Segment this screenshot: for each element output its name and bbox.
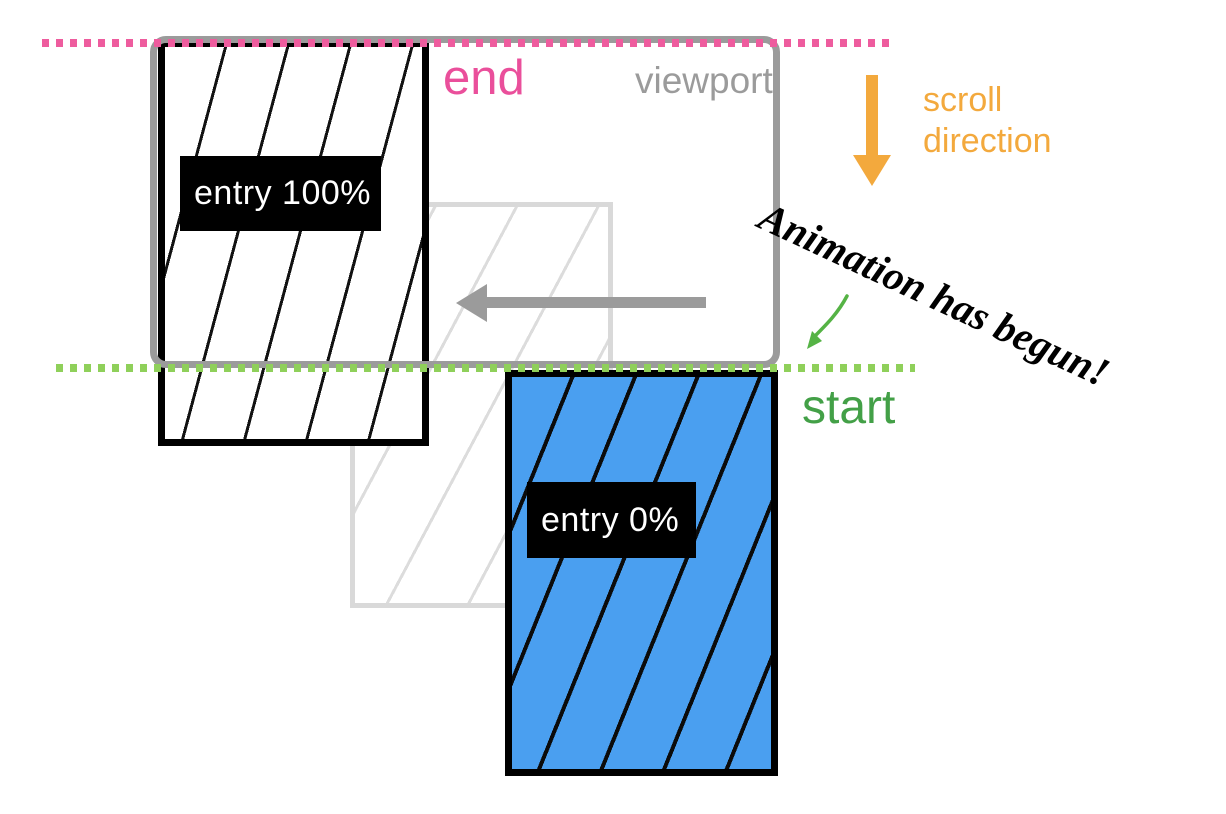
viewport-label: viewport [635, 60, 773, 101]
scroll-direction-label: scroll direction [923, 80, 1052, 162]
move-left-arrow-icon [486, 297, 706, 308]
note-pointer-arrow-icon [807, 294, 849, 349]
entry-0-label: entry 0% [527, 482, 696, 558]
end-range-dotted-line [42, 39, 895, 47]
start-label: start [802, 381, 896, 434]
entry-0-label-text: entry 0% [541, 500, 680, 539]
scroll-direction-label-line2: direction [923, 122, 1052, 160]
move-left-arrowhead-icon [456, 284, 487, 322]
subject-entry-100-box [158, 40, 429, 446]
scroll-direction-label-line1: scroll [923, 81, 1003, 119]
scroll-direction-arrowhead-icon [853, 155, 891, 186]
start-range-dotted-line [56, 364, 915, 372]
end-label: end [443, 51, 525, 105]
entry-100-label-text: entry 100% [194, 174, 371, 212]
subject-entry-0-box [505, 370, 778, 776]
scroll-direction-arrow-icon [866, 75, 878, 157]
entry-100-label: entry 100% [180, 156, 381, 231]
